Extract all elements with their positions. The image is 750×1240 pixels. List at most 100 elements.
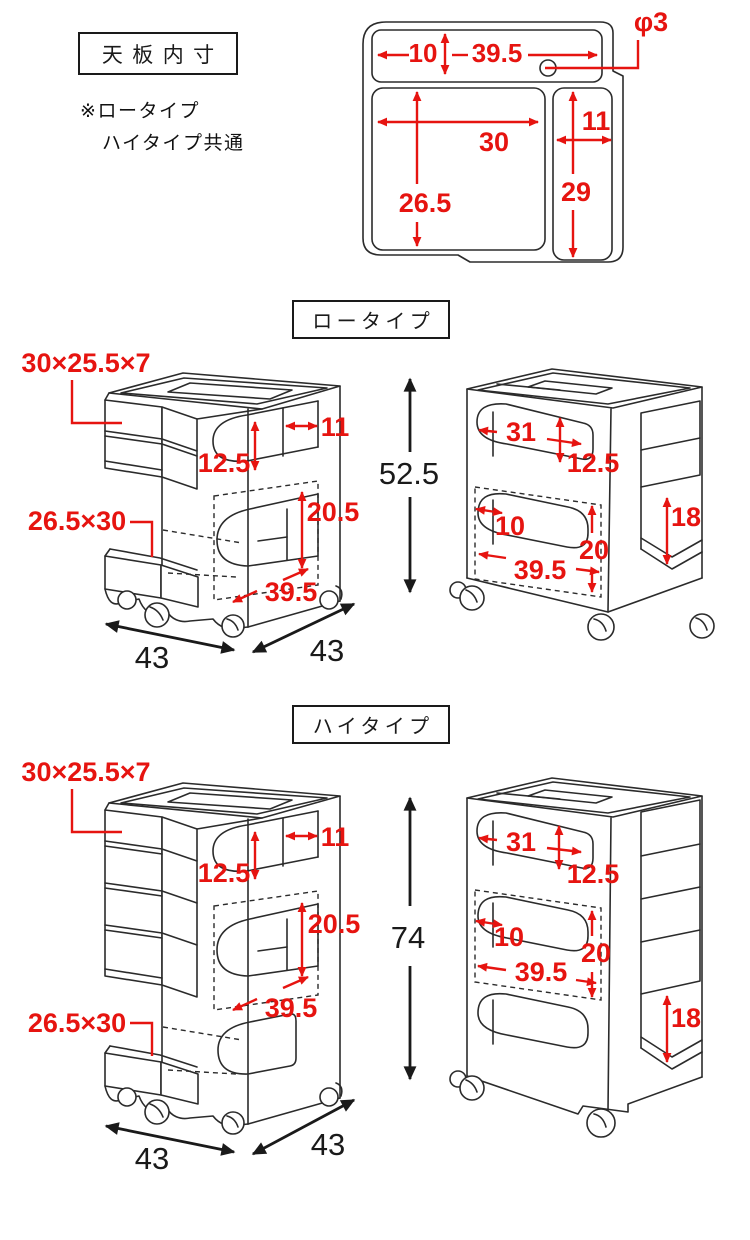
front-width-arrow-b	[546, 437, 582, 448]
low-type-height-dimension: 52.5	[379, 377, 439, 594]
top-view-side-compartment	[552, 87, 613, 261]
inner-height-label: 20	[581, 938, 611, 968]
casters	[117, 1082, 343, 1135]
cart-top-face	[466, 777, 703, 818]
low-right-dimensions: 31 12.5 10 20 39.5 18	[475, 417, 701, 593]
width-arrow	[104, 1122, 236, 1156]
high-type-title-box: ハイタイプ	[292, 705, 450, 744]
hidden-edge-dashed-1	[162, 529, 243, 544]
cart-upper-opening	[212, 400, 319, 463]
cart-cutout-opening-lower	[217, 1013, 297, 1075]
tray-size-label: 26.5×30	[28, 506, 126, 536]
cart-bottom-tray	[104, 1045, 199, 1105]
inner-width-arrow-a	[232, 997, 258, 1012]
front-width-label: 31	[506, 417, 536, 447]
cutout-height-label: 20.5	[308, 909, 361, 939]
front-width-label: 31	[506, 827, 536, 857]
high-left-dimensions: 30×25.5×7 12.5 11 20.5 39.5 26.5×30 43 4…	[21, 757, 360, 1176]
inner-width-arrow-a	[232, 589, 258, 604]
low-left-dimensions: 30×25.5×7 12.5 11 20.5 26.5×30 39.5 43 4…	[21, 348, 359, 675]
high-type-right-cart: 31 12.5 10 20 39.5 18	[449, 777, 703, 1138]
top-panel-title: 天板内寸	[101, 43, 224, 67]
width-arrow	[104, 620, 236, 654]
note-line1: ※ロータイプ	[80, 101, 201, 122]
opening-width-label: 11	[321, 822, 350, 852]
casters	[449, 1070, 616, 1138]
cart-drawers	[104, 802, 263, 998]
high-type-title: ハイタイプ	[312, 716, 434, 738]
low-type-left-cart: 30×25.5×7 12.5 11 20.5 26.5×30 39.5 43 4…	[21, 348, 359, 675]
width-label: 43	[135, 640, 169, 675]
high-type-height-dimension: 74	[391, 796, 425, 1081]
top-view-dimensions: 10 39.5 φ3 30 26.5 11 29	[377, 7, 668, 258]
low-type-title: ロータイプ	[312, 311, 435, 333]
cart-front-bottom-edge	[466, 577, 609, 613]
low-type-title-box: ロータイプ	[292, 300, 450, 339]
hidden-edge-dashed-2	[167, 1069, 237, 1075]
depth-arrow	[251, 1098, 356, 1156]
cart-bottom-tray	[104, 548, 199, 608]
inner-width-arrow-b	[575, 566, 600, 576]
hidden-edge-dashed-1	[162, 1026, 243, 1041]
margin-label: 10	[495, 511, 525, 541]
dim-slot-width-label: 39.5	[472, 38, 523, 68]
side-height-label: 18	[671, 502, 701, 532]
inner-width-arrow-a	[477, 962, 507, 972]
margin-arrow	[475, 918, 503, 928]
inner-width-label: 39.5	[265, 993, 318, 1023]
front-width-arrow-a	[478, 834, 498, 844]
height-label: 52.5	[379, 456, 439, 491]
cart-front-bottom-edge	[466, 1075, 703, 1115]
cart-upper-opening	[212, 810, 319, 873]
front-opening-upper	[476, 403, 594, 461]
opening-height-label: 12.5	[198, 448, 251, 478]
inner-width-arrow-b	[282, 567, 309, 582]
margin-label: 10	[494, 922, 524, 952]
tray-size-pointer	[130, 520, 154, 557]
inner-width-label: 39.5	[514, 555, 567, 585]
top-view-main-compartment	[371, 87, 546, 251]
hole-leader-line	[545, 40, 640, 70]
dim-main-width-label: 30	[479, 127, 509, 157]
side-face	[607, 386, 703, 613]
dim-slot-depth-label: 10	[409, 38, 438, 68]
width-label: 43	[135, 1141, 169, 1176]
top-view-drawing: 10 39.5 φ3 30 26.5 11 29	[362, 7, 668, 263]
opening-height-label: 12.5	[198, 858, 251, 888]
drawer-size-label: 30×25.5×7	[21, 348, 150, 378]
dim-side-width-label: 11	[582, 106, 611, 136]
hidden-edge-dashed-2	[167, 572, 237, 578]
depth-label: 43	[311, 1127, 345, 1162]
drawer-size-label: 30×25.5×7	[21, 757, 150, 787]
cutout-height-label: 20.5	[307, 497, 360, 527]
opening-width-label: 11	[321, 412, 350, 442]
front-opening-upper	[476, 812, 594, 870]
depth-arrow	[251, 602, 356, 654]
drawer-size-pointer	[70, 380, 122, 425]
inner-shelf-dashed	[213, 890, 319, 1011]
top-view-outline	[362, 21, 624, 263]
inner-shelf-dashed	[213, 480, 319, 601]
drawer-size-pointer	[70, 789, 122, 834]
front-opening-lower	[477, 992, 589, 1049]
inner-shelf-dashed	[474, 486, 602, 598]
inner-shelf-dashed	[474, 889, 602, 1001]
note-line2: ハイタイプ共通	[102, 133, 245, 154]
side-face	[640, 795, 703, 1078]
cart-drawers	[104, 392, 263, 490]
cart-top-face	[466, 368, 703, 409]
height-label: 74	[391, 920, 425, 955]
top-panel-title-box: 天板内寸	[78, 32, 238, 75]
low-type-right-cart: 31 12.5 10 20 39.5 18	[449, 368, 715, 641]
inner-width-arrow-b	[282, 975, 309, 990]
inner-width-arrow-b	[575, 977, 597, 987]
side-height-label: 18	[671, 1003, 701, 1033]
dim-side-depth-label: 29	[561, 177, 591, 207]
hole-dia-label: φ3	[634, 7, 668, 37]
top-view-slot	[371, 29, 603, 83]
depth-label: 43	[310, 633, 344, 668]
high-right-dimensions: 31 12.5 10 20 39.5 18	[475, 825, 701, 1063]
casters	[449, 581, 715, 641]
